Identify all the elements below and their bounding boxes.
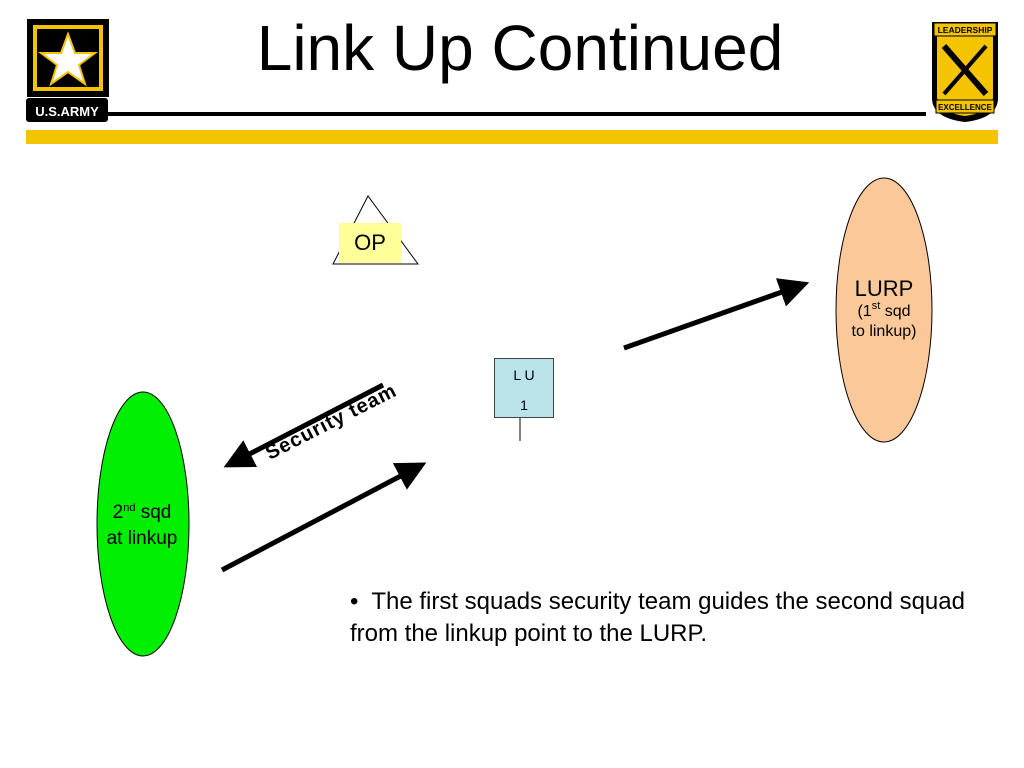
arrow-to-lurp [623,278,810,351]
arrow-to-linkup-point [220,462,427,573]
crest-top-text: LEADERSHIP [938,25,993,35]
slide-title: Link Up Continued [256,12,784,84]
lurp-ellipse [835,177,933,443]
arrow-to-second-squad [223,382,385,468]
crest-bottom-text: EXCELLENCE [938,103,992,112]
linkup-point-line1: L U [513,367,535,383]
gold-band [26,130,998,144]
bullet-point: • The first squads security team guides … [350,586,1010,650]
linkup-point-line2: 1 [520,397,528,413]
second-squad-ellipse [96,391,190,657]
army-star-logo [27,19,109,97]
bullet-marker: • [350,588,359,615]
second-squad-label: 2nd sqd at linkup [92,500,192,552]
op-label: OP [339,223,401,263]
title-underline [108,112,926,116]
linkup-point-box: L U 1 [494,358,554,418]
rotc-crest-icon: LEADERSHIP EXCELLENCE [932,22,998,122]
second-squad-line2: at linkup [106,528,178,549]
lurp-subtitle-line2: to linkup) [851,323,917,340]
lurp-subtitle: (1st sqd [857,300,911,321]
lurp-title: LURP [854,276,914,301]
second-squad-line1: 2nd sqd [112,502,172,523]
army-logo-text: U.S.ARMY [26,98,108,122]
bullet-text: The first squads security team guides th… [350,588,965,647]
lurp-label: LURP (1st sqd to linkup) [832,276,936,342]
